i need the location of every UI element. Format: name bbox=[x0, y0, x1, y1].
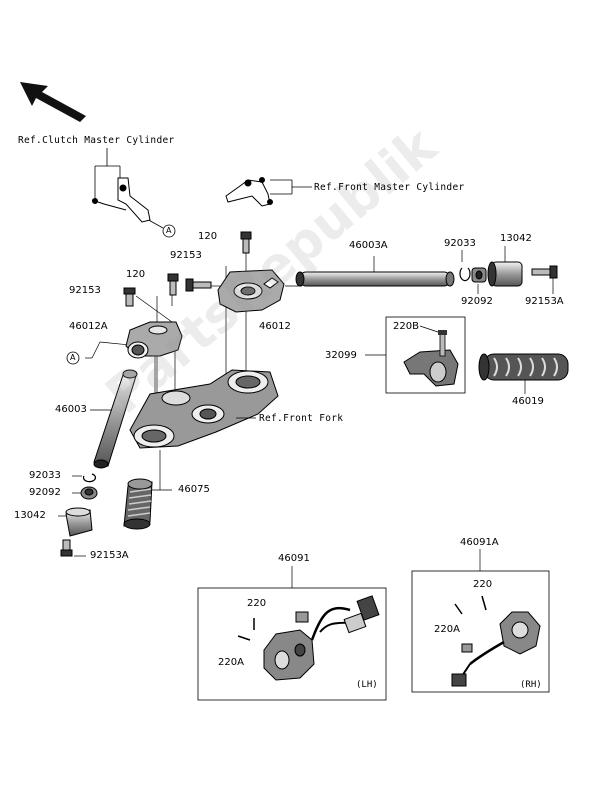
lh-switch-tag: (LH) bbox=[356, 680, 378, 690]
part-label-rh-220A: 220A bbox=[434, 624, 460, 635]
bolt-120-top bbox=[240, 231, 252, 254]
upper-triple-clamp bbox=[129, 369, 279, 449]
front-direction-arrow-icon bbox=[20, 82, 86, 122]
handlebar-pipe-46003 bbox=[90, 369, 138, 469]
bolt-92153-top bbox=[185, 278, 212, 292]
part-label-46003A: 46003A bbox=[349, 240, 388, 251]
ref-front-fork-label: Ref.Front Fork bbox=[259, 413, 344, 424]
part-label-120-left: 120 bbox=[126, 269, 146, 280]
callout-a-top-letter: A bbox=[166, 226, 172, 235]
part-label-13042-left: 13042 bbox=[14, 510, 46, 521]
part-label-92153-top: 92153 bbox=[170, 250, 202, 261]
bar-end-weight-13042-left bbox=[65, 507, 93, 537]
part-label-lh-220: 220 bbox=[247, 598, 267, 609]
front-master-ref-bracket bbox=[270, 179, 312, 195]
part-label-92153-left: 92153 bbox=[69, 285, 101, 296]
left-end-leaders bbox=[58, 475, 86, 557]
lh-switch-box bbox=[197, 566, 387, 701]
part-label-46012: 46012 bbox=[259, 321, 291, 332]
top-right-leaders bbox=[461, 246, 554, 294]
rh-switch-tag: (RH) bbox=[520, 680, 542, 690]
screw-92153A-top bbox=[531, 265, 558, 279]
grip-46019 bbox=[478, 353, 569, 394]
part-label-92153A-left: 92153A bbox=[90, 550, 129, 561]
handlebar-clamp-46012 bbox=[217, 269, 285, 313]
circlip-92033-left bbox=[82, 473, 97, 483]
part-label-220B: 220B bbox=[393, 321, 419, 332]
part-label-92033-left: 92033 bbox=[29, 470, 61, 481]
part-label-120-top: 120 bbox=[198, 231, 218, 242]
part-label-46019: 46019 bbox=[512, 396, 544, 407]
clutch-bracket-part bbox=[91, 177, 151, 223]
handlebar-clamp-46012A bbox=[125, 321, 183, 359]
circlip-92033-top bbox=[459, 267, 471, 282]
part-label-46012A: 46012A bbox=[69, 321, 108, 332]
handlebar-pipe-46003A bbox=[295, 271, 455, 287]
throttle-grip-box bbox=[365, 316, 466, 394]
callout-a-top bbox=[162, 224, 176, 238]
bolt-120-left bbox=[167, 273, 179, 296]
bar-end-weight-13042-top bbox=[487, 261, 523, 287]
ref-clutch-master-cylinder-label: Ref.Clutch Master Cylinder bbox=[18, 135, 175, 146]
part-label-rh-220: 220 bbox=[473, 579, 493, 590]
part-label-46003: 46003 bbox=[55, 404, 87, 415]
part-label-92153A-top: 92153A bbox=[525, 296, 564, 307]
part-label-lh-220A: 220A bbox=[218, 657, 244, 668]
part-label-13042-top: 13042 bbox=[500, 233, 532, 244]
part-label-46075: 46075 bbox=[178, 484, 210, 495]
callout-a-left bbox=[66, 351, 80, 365]
part-label-92033-top: 92033 bbox=[444, 238, 476, 249]
callout-a-left-letter: A bbox=[70, 353, 76, 362]
left-grip-46075 bbox=[123, 478, 172, 530]
damper-92092-left bbox=[80, 486, 98, 500]
ref-front-master-cylinder-label: Ref.Front Master Cylinder bbox=[314, 182, 465, 193]
front-master-bracket-part bbox=[225, 177, 273, 207]
damper-92092-top bbox=[471, 267, 487, 283]
screw-92153A-left bbox=[60, 539, 73, 557]
rh-switch-box bbox=[411, 549, 550, 693]
part-label-46091A: 46091A bbox=[460, 537, 499, 548]
part-label-92092-top: 92092 bbox=[461, 296, 493, 307]
bolt-92153-left bbox=[123, 287, 136, 307]
part-label-32099: 32099 bbox=[325, 350, 357, 361]
part-label-92092-left: 92092 bbox=[29, 487, 61, 498]
part-label-46091: 46091 bbox=[278, 553, 310, 564]
